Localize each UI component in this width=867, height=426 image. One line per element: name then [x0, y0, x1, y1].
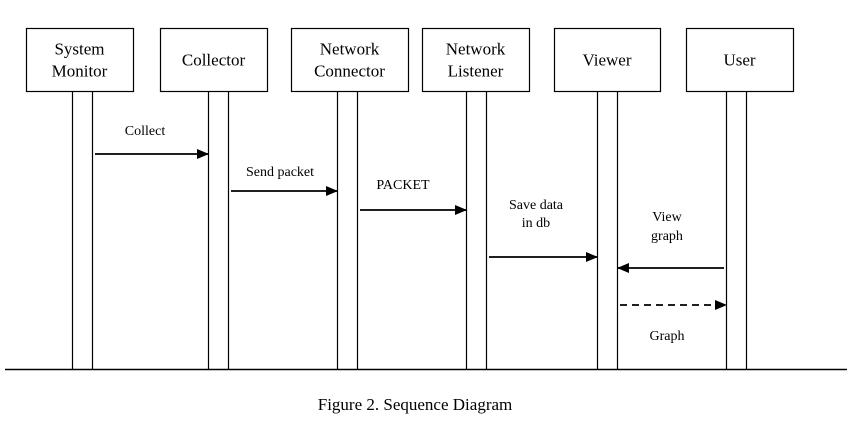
actor-label: Monitor — [52, 62, 108, 81]
message-label: graph — [651, 229, 683, 244]
actor-box — [685, 27, 795, 93]
actor-viewer: Viewer — [553, 27, 662, 369]
message-system-monitor-to-collector: Collect — [95, 124, 209, 159]
actor-box — [25, 27, 135, 93]
actor-box — [421, 27, 531, 93]
message-label: in db — [522, 216, 550, 231]
message-network-listener-to-viewer: Save data in db — [489, 198, 598, 262]
actor-box — [159, 27, 269, 93]
actor-box — [290, 27, 410, 93]
message-user-to-viewer: View graph — [617, 210, 724, 273]
actor-label: Viewer — [582, 51, 631, 70]
actor-collector: Collector — [159, 27, 269, 369]
message-label: Save data — [509, 198, 564, 213]
message-label: PACKET — [376, 178, 430, 193]
figure-caption: Figure 2. Sequence Diagram — [317, 395, 513, 414]
actor-label: Connector — [314, 62, 385, 81]
actor-label: System — [54, 40, 104, 59]
actor-label: Network — [446, 40, 506, 59]
actor-box — [553, 27, 662, 93]
actor-label: User — [723, 51, 755, 70]
message-network-connector-to-network-listener: PACKET — [360, 178, 467, 215]
actor-label: Network — [320, 40, 380, 59]
message-label: Graph — [650, 329, 685, 344]
message-label: View — [652, 210, 682, 225]
message-label: Send packet — [246, 165, 314, 180]
actor-user: User — [685, 27, 795, 369]
actor-label: Collector — [182, 51, 246, 70]
message-viewer-to-user: Graph — [620, 300, 727, 344]
actor-label: Listener — [448, 62, 504, 81]
message-collector-to-network-connector: Send packet — [231, 165, 338, 196]
message-label: Collect — [125, 124, 166, 139]
